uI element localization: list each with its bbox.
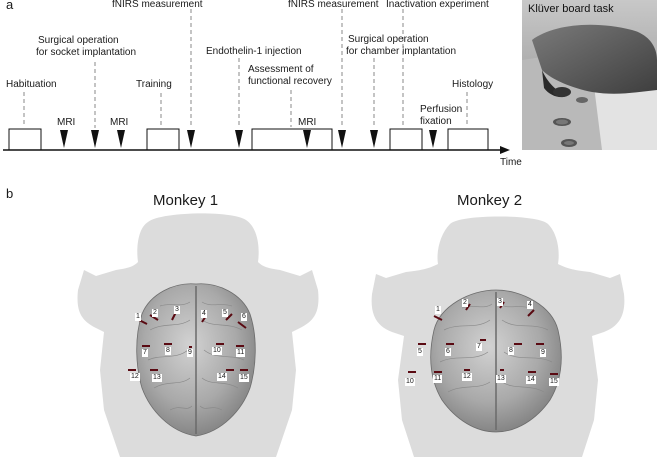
monkey2-title: Monkey 2 bbox=[457, 192, 523, 209]
label-assessment-1: Assessment of bbox=[248, 64, 314, 75]
marker-surgery-socket bbox=[91, 130, 99, 148]
marker-mri-1 bbox=[60, 130, 68, 148]
label-surgery-socket-2: for socket implantation bbox=[36, 47, 137, 58]
m2-electrode-12: 12 bbox=[462, 373, 472, 381]
monkey1-title: Monkey 1 bbox=[153, 192, 219, 209]
label-mri-1: MRI bbox=[57, 117, 76, 128]
m1-electrode-3: 3 bbox=[174, 306, 180, 314]
event-markers bbox=[60, 130, 437, 148]
label-assessment-2: functional recovery bbox=[248, 76, 332, 87]
marker-mri-2 bbox=[117, 130, 125, 148]
m2-electrode-14: 14 bbox=[526, 376, 536, 384]
label-fnirs-1: fNIRS measurement bbox=[112, 0, 203, 10]
label-mri-3: MRI bbox=[298, 117, 317, 128]
m2-electrode-3: 3 bbox=[497, 298, 503, 306]
dashed-connectors bbox=[23, 9, 468, 128]
period-recovery bbox=[251, 128, 333, 151]
label-fnirs-2: fNIRS measurement bbox=[288, 0, 379, 10]
label-surgery-socket-1: Surgical operation bbox=[38, 35, 119, 46]
m2-electrode-7: 7 bbox=[476, 343, 482, 351]
m1-electrode-6: 6 bbox=[241, 313, 247, 321]
kluver-board-photo: Klüver board task bbox=[522, 0, 657, 150]
time-arrow-head bbox=[500, 146, 510, 154]
m1-electrode-1: 1 bbox=[135, 313, 141, 321]
time-axis-label: Time bbox=[500, 157, 522, 168]
m1-electrode-10: 10 bbox=[212, 347, 222, 355]
label-mri-2: MRI bbox=[110, 117, 129, 128]
label-endothelin: Endothelin-1 injection bbox=[206, 46, 302, 57]
label-training: Training bbox=[136, 79, 172, 90]
label-habituation: Habituation bbox=[6, 79, 57, 90]
m2-electrode-11: 11 bbox=[433, 375, 443, 383]
m2-electrode-8: 8 bbox=[508, 347, 514, 355]
m2-electrode-13: 13 bbox=[496, 375, 506, 383]
m2-electrode-15: 15 bbox=[549, 378, 559, 386]
m2-electrode-1: 1 bbox=[435, 306, 441, 314]
m2-electrode-5: 5 bbox=[417, 348, 423, 356]
marker-mri-3 bbox=[303, 130, 311, 148]
marker-surgery-chamber bbox=[370, 130, 378, 148]
m2-electrode-10: 10 bbox=[405, 378, 415, 386]
photo-title: Klüver board task bbox=[528, 3, 614, 15]
m1-electrode-12: 12 bbox=[130, 373, 140, 381]
kluver-board-image bbox=[522, 0, 657, 150]
brain-figures bbox=[77, 213, 625, 457]
period-habituation bbox=[8, 128, 42, 151]
marker-fnirs-2 bbox=[338, 130, 346, 148]
m1-electrode-14: 14 bbox=[217, 373, 227, 381]
m2-electrode-9: 9 bbox=[540, 349, 546, 357]
label-perfusion-2: fixation bbox=[420, 116, 452, 127]
m1-electrode-9: 9 bbox=[187, 349, 193, 357]
m1-electrode-13: 13 bbox=[152, 374, 162, 382]
marker-perfusion bbox=[429, 130, 437, 148]
panel-b-letter: b bbox=[6, 186, 14, 201]
m2-electrode-6: 6 bbox=[445, 348, 451, 356]
label-perfusion-1: Perfusion bbox=[420, 104, 463, 115]
label-surgery-chamber-1: Surgical operation bbox=[348, 34, 429, 45]
m1-electrode-5: 5 bbox=[222, 309, 228, 317]
m1-electrode-8: 8 bbox=[165, 347, 171, 355]
m2-electrode-2: 2 bbox=[462, 299, 468, 307]
m2-electrode-4: 4 bbox=[527, 301, 533, 309]
timeline-diagram bbox=[3, 9, 510, 154]
period-inactivation bbox=[389, 128, 423, 151]
period-histology bbox=[447, 128, 489, 151]
monkey1-sulci bbox=[147, 301, 245, 411]
label-histology: Histology bbox=[452, 79, 494, 90]
m1-electrode-15: 15 bbox=[239, 374, 249, 382]
period-training bbox=[146, 128, 180, 151]
m1-electrode-4: 4 bbox=[201, 310, 207, 318]
m1-electrode-2: 2 bbox=[152, 309, 158, 317]
marker-endothelin bbox=[235, 130, 243, 148]
label-surgery-chamber-2: for chamber implantation bbox=[346, 46, 457, 57]
m1-electrode-11: 11 bbox=[236, 349, 246, 357]
label-inactivation: Inactivation experiment bbox=[386, 0, 489, 10]
m1-electrode-7: 7 bbox=[142, 349, 148, 357]
panel-a-letter: a bbox=[6, 0, 14, 12]
marker-fnirs-1 bbox=[187, 130, 195, 148]
